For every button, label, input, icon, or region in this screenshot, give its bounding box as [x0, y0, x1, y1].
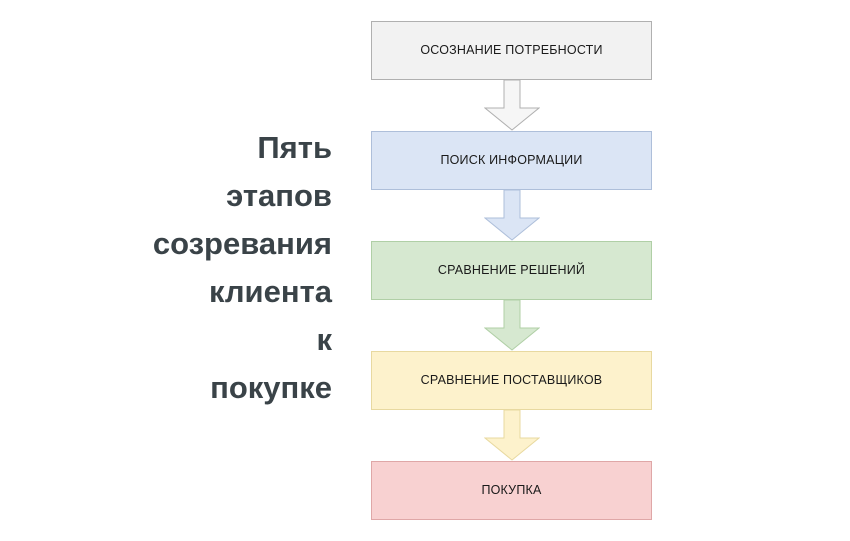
flow-chart: ОСОЗНАНИЕ ПОТРЕБНОСТИ ПОИСК ИНФОРМАЦИИ С…: [371, 21, 653, 521]
page-title: Пять этапов созревания клиента к покупке: [152, 130, 332, 405]
arrow-down-icon-1: [484, 80, 540, 131]
flow-step-3-label: СРАВНЕНИЕ РЕШЕНИЙ: [437, 263, 586, 277]
flow-step-4[interactable]: СРАВНЕНИЕ ПОСТАВЩИКОВ: [371, 351, 652, 410]
arrow-down-icon-3: [484, 300, 540, 351]
flow-step-3[interactable]: СРАВНЕНИЕ РЕШЕНИЙ: [371, 241, 652, 300]
flow-step-1-label: ОСОЗНАНИЕ ПОТРЕБНОСТИ: [420, 43, 603, 57]
arrow-down-icon-2: [484, 190, 540, 241]
flow-step-4-label: СРАВНЕНИЕ ПОСТАВЩИКОВ: [420, 373, 603, 387]
flow-step-2-label: ПОИСК ИНФОРМАЦИИ: [440, 153, 583, 167]
flow-step-5-label: ПОКУПКА: [481, 483, 542, 497]
flow-step-2[interactable]: ПОИСК ИНФОРМАЦИИ: [371, 131, 652, 190]
flow-step-5[interactable]: ПОКУПКА: [371, 461, 652, 520]
flow-step-1[interactable]: ОСОЗНАНИЕ ПОТРЕБНОСТИ: [371, 21, 652, 80]
arrow-down-icon-4: [484, 410, 540, 461]
